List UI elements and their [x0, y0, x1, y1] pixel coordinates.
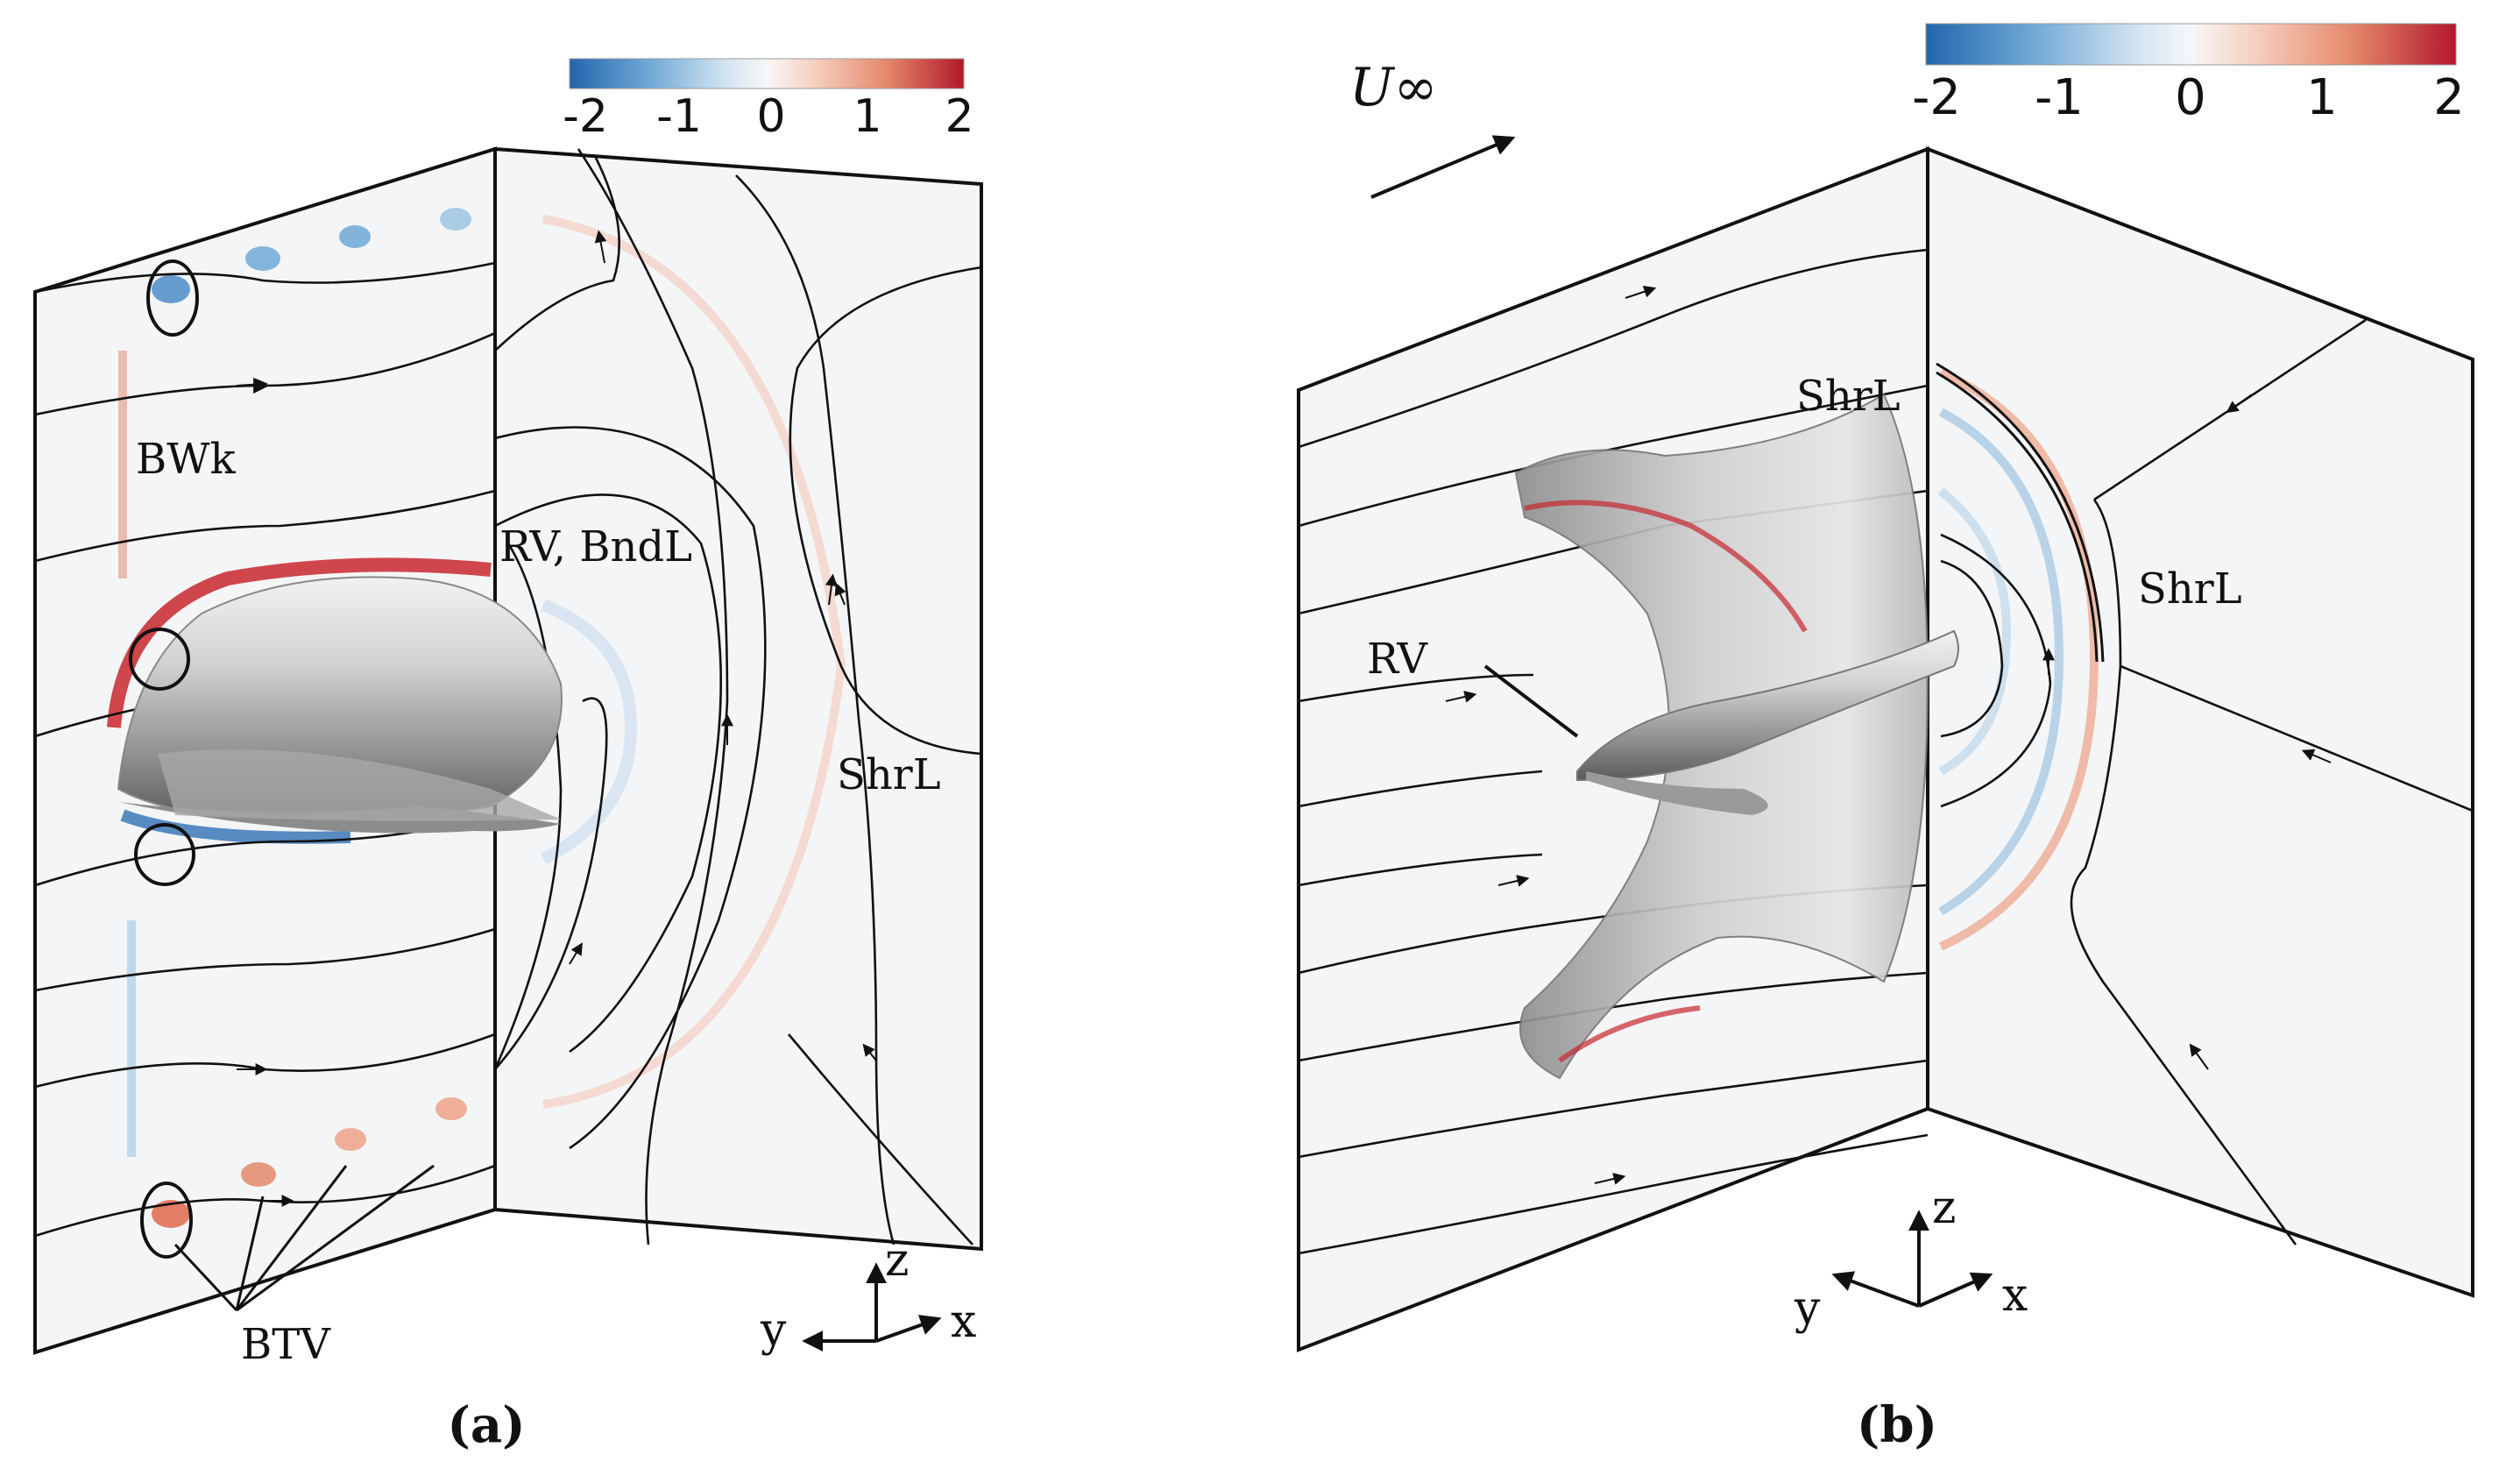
- panel-a-btv-leaders: [173, 1164, 435, 1312]
- freestream-arrow-icon: [1370, 135, 1516, 199]
- colorbar-a-tick: -2: [563, 90, 608, 143]
- panel-b: -2 -1 0 1 2 U∞: [1297, 23, 2474, 1454]
- label-shrl: ShrL: [837, 750, 941, 799]
- label-shrl-top: ShrL: [1796, 372, 1901, 421]
- colorbar-a-tick: 0: [756, 90, 785, 143]
- label-rv: RV: [1367, 635, 1428, 684]
- axis-z-a: z: [885, 1234, 909, 1287]
- caption-a: (a): [447, 1396, 525, 1454]
- axis-z-b: z: [1932, 1182, 1956, 1234]
- freestream-label: U∞: [1349, 57, 1438, 118]
- axis-triad-icon: [802, 1262, 942, 1352]
- colorbar-a-tick: 1: [853, 90, 881, 143]
- caption-b: (b): [1857, 1396, 1937, 1454]
- label-bwk: BWk: [136, 435, 237, 484]
- axis-y-a: y: [760, 1304, 787, 1357]
- colorbar-a: -2 -1 0 1 2: [563, 58, 974, 143]
- panel-a-body-isosurface: [117, 576, 563, 834]
- panel-a-streamlines-right: [493, 148, 982, 1245]
- label-shrl-right: ShrL: [2138, 564, 2242, 614]
- panel-a-right-plane: [493, 146, 983, 1252]
- label-btv: BTV: [241, 1320, 331, 1369]
- colorbar-b-tick: 2: [2433, 69, 2465, 126]
- colorbar-b-gradient: [1925, 23, 2457, 66]
- panel-b-isosurface: [1514, 393, 1959, 1080]
- colorbar-a-gradient: [569, 58, 965, 89]
- colorbar-b-tick: -2: [1912, 69, 1961, 126]
- panel-b-shear-layer-rings: [1936, 362, 2105, 951]
- panel-a: -2 -1 0 1 2: [33, 58, 983, 1454]
- colorbar-b-tick: 1: [2306, 69, 2338, 126]
- colorbar-b-tick: -1: [2035, 69, 2084, 126]
- axis-x-b: x: [2002, 1269, 2028, 1322]
- panel-b-right-plane: [1926, 146, 2474, 1298]
- axis-x-a: x: [951, 1295, 976, 1348]
- colorbar-b: -2 -1 0 1 2: [1912, 23, 2465, 126]
- axis-y-b: y: [1794, 1282, 1821, 1335]
- vortex-circle-icon: [129, 259, 199, 1259]
- colorbar-a-tick: 2: [945, 90, 973, 143]
- label-rv-bndl: RV, BndL: [499, 522, 692, 571]
- colorbar-b-tick: 0: [2175, 69, 2206, 126]
- axis-triad-icon: [1831, 1210, 1993, 1308]
- panel-b-streamlines-right: [1940, 318, 2474, 1245]
- colorbar-a-tick: -1: [656, 90, 702, 143]
- panel-b-rv-leader: [1483, 664, 1579, 738]
